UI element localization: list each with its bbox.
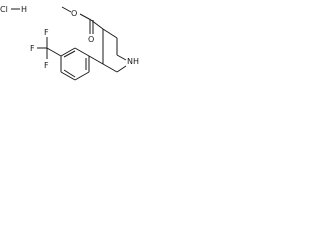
benzene-inner-bond-a [63, 50, 76, 58]
benzene-bond-5 [74, 71, 90, 81]
benzene-inner-bond-b [63, 69, 76, 78]
methyl-bond [61, 6, 72, 13]
ring-bond-c4-c5 [102, 28, 118, 39]
benzene-bond-2 [60, 47, 76, 57]
ester-o-carbonyl-bond [79, 13, 92, 21]
fluorine-top-label: F [44, 28, 49, 37]
benzene-bond-4 [60, 71, 76, 81]
ester-oxygen-label: O [71, 9, 77, 18]
ring-bond-c2-c3 [102, 63, 118, 73]
fluorine-bottom-label: F [44, 61, 49, 70]
carbonyl-oxygen-label: O [88, 35, 94, 44]
cf3-link-bond [46, 47, 62, 57]
structure-svg: H Cl O O NH F [0, 5, 139, 81]
ring-bond-c6-n [116, 54, 127, 61]
hydrogen-label: H [21, 5, 27, 14]
molecule-drawing: H Cl O O NH F [0, 0, 149, 102]
chlorine-label: Cl [0, 5, 8, 14]
fluorine-left-label: F [30, 44, 35, 53]
carbonyl-ring-bond [90, 19, 104, 30]
ring-nitrogen-label: NH [127, 57, 139, 66]
benzene-bond-1 [74, 47, 90, 57]
aryl-ring-link-bond [88, 55, 104, 65]
ring-bond-n-c2 [116, 65, 127, 73]
